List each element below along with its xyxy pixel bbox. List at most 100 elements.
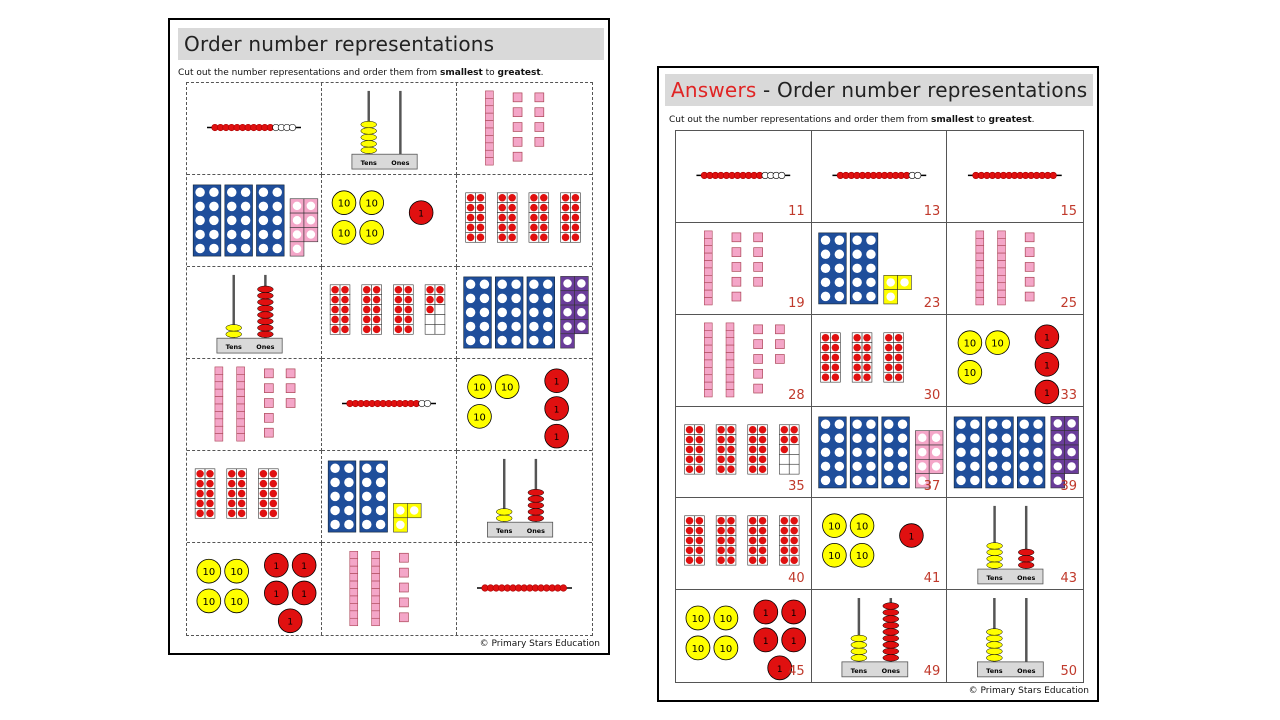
counter-dot (498, 193, 507, 202)
ones-cube (753, 338, 763, 349)
one-counter (781, 599, 807, 625)
ones-bead (882, 647, 899, 656)
tens-rod-cube (704, 260, 713, 269)
one-counter (408, 200, 434, 225)
tens-rod-cube (485, 98, 494, 107)
tens-rod-cube (975, 230, 985, 239)
peg-hole (883, 447, 894, 457)
counter-dot (884, 353, 893, 361)
counter-dot (466, 233, 475, 242)
peg-hole (886, 292, 895, 301)
ones-cube (512, 107, 523, 117)
answers-title: Answers - Order number representations (665, 74, 1093, 106)
counter-dot (831, 373, 839, 381)
tens-rod-cube (485, 105, 494, 114)
ten-counter-label: 10 (473, 412, 486, 423)
peg-hole (563, 307, 572, 317)
beads-representation (477, 584, 572, 592)
one-counter (277, 608, 303, 634)
peg-hole (497, 335, 507, 346)
ones-cube (534, 122, 545, 132)
counter-dot (748, 537, 757, 545)
counter-dot (831, 333, 839, 342)
frames-representation (817, 416, 943, 488)
one-counter-label: 1 (1044, 361, 1050, 371)
counter-dot (780, 445, 789, 453)
answer-number: 15 (1060, 203, 1077, 219)
peg-hole (330, 491, 340, 502)
tens-bead (850, 647, 867, 656)
peg-hole (917, 476, 927, 485)
peg-hole (1033, 433, 1044, 443)
beads-representation (342, 399, 436, 408)
counter-dot (561, 203, 570, 212)
peg-hole (292, 230, 302, 239)
counter-dot (237, 499, 246, 508)
peg-hole (956, 433, 967, 443)
counter-dot (394, 305, 403, 314)
counter-dot (227, 499, 236, 508)
counter-dot (466, 223, 475, 232)
peg-hole (1053, 447, 1063, 456)
counter-dot (196, 499, 204, 508)
counter-dot (561, 223, 570, 232)
counter-dot (748, 517, 757, 525)
peg-hole (465, 307, 476, 318)
ones-cube (534, 107, 545, 117)
tens-rod-cube (975, 252, 985, 261)
tens-rod-cube (997, 230, 1007, 239)
tens-rod-cube (704, 267, 713, 276)
peg-hole (529, 307, 539, 318)
peg-hole (834, 419, 844, 429)
tens-rod-cube (725, 337, 735, 346)
tens-rod-cube (349, 617, 359, 627)
instruction-text: Cut out the number representations and o… (178, 68, 544, 78)
peg-hole (970, 475, 980, 485)
tens-rod-cube (371, 595, 380, 604)
counter-dot (404, 285, 413, 294)
tens-rod-cube (485, 127, 494, 136)
peg-hole (852, 433, 862, 443)
peg-hole (306, 215, 316, 225)
peg-hole (272, 243, 282, 254)
one-counter-label: 1 (418, 210, 424, 220)
peg-hole (883, 475, 894, 485)
counter-dot (862, 373, 871, 381)
tens-rod-cube (997, 252, 1007, 261)
one-counter-label: 1 (1044, 389, 1050, 399)
ten-counter-label: 10 (365, 199, 378, 210)
ones-bead (1018, 561, 1035, 569)
counter-dot (476, 203, 485, 212)
peg-hole (1067, 447, 1077, 456)
peg-hole (970, 419, 980, 429)
tens-rod-cube (371, 580, 380, 589)
counter-dot (758, 455, 767, 463)
tens-bead (850, 641, 867, 649)
ten-counter-label: 10 (473, 383, 486, 394)
ones-cube (731, 232, 742, 242)
counter-dot (404, 305, 413, 314)
tens-rod-cube (997, 289, 1007, 298)
peg-hole (396, 520, 405, 530)
one-counter-label: 1 (763, 637, 769, 647)
tens-rod-cube (236, 411, 245, 420)
counter-dot (571, 223, 580, 232)
counter-dot (206, 509, 214, 518)
counter-dot (394, 325, 403, 334)
ones-bead (882, 615, 899, 623)
ones-cube (512, 122, 523, 132)
tens-rod-cube (704, 274, 713, 283)
tens-rod-cube (975, 260, 985, 269)
peg-hole (226, 229, 237, 240)
peg-hole (897, 475, 907, 485)
one-counter-label: 1 (1044, 333, 1050, 343)
peg-hole (529, 321, 539, 332)
counter-dot (717, 546, 725, 555)
counter-dot (685, 455, 694, 463)
representation-card: 19 (676, 222, 812, 315)
tens-rod-cube (997, 245, 1007, 254)
counter-dot (476, 193, 485, 202)
peg-hole (529, 279, 539, 290)
peg-hole (852, 263, 862, 273)
counter-dot (476, 223, 485, 232)
